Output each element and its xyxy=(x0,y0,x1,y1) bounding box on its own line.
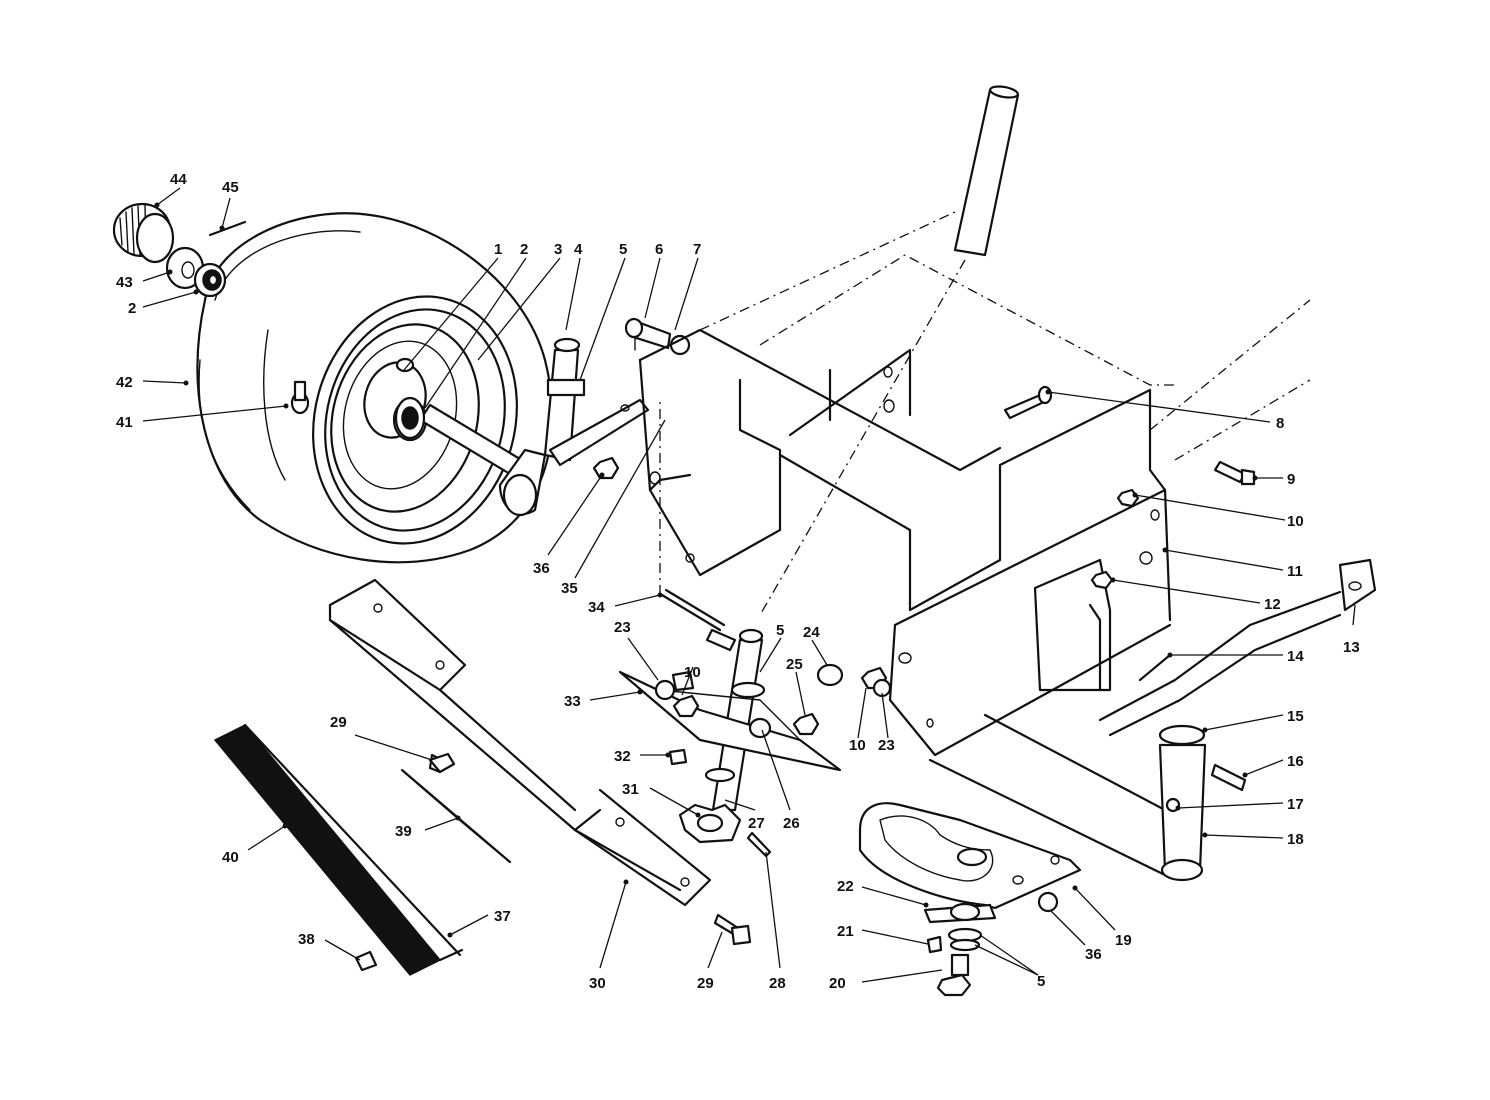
callout-44: 44 xyxy=(170,171,187,188)
callout-2: 2 xyxy=(128,300,136,317)
callout-36: 36 xyxy=(533,560,550,577)
callout-16: 16 xyxy=(1287,753,1304,770)
steering-tube xyxy=(759,85,1020,616)
callout-7: 7 xyxy=(693,241,701,258)
callout-6: 6 xyxy=(655,241,663,258)
callout-23: 23 xyxy=(878,737,895,754)
callout-29: 29 xyxy=(697,975,714,992)
callout-1: 1 xyxy=(494,241,502,258)
callout-39: 39 xyxy=(395,823,412,840)
callout-26: 26 xyxy=(783,815,800,832)
tie-rod-end xyxy=(624,317,691,356)
front-axle xyxy=(1098,558,1377,882)
valve-stem xyxy=(290,380,310,415)
callout-18: 18 xyxy=(1287,831,1304,848)
bolts xyxy=(354,752,752,972)
spindle xyxy=(394,337,650,517)
callout-10: 10 xyxy=(684,664,701,681)
callout-32: 32 xyxy=(614,748,631,765)
leader-dots xyxy=(154,202,1258,938)
hex-nut xyxy=(592,456,620,480)
callout-22: 22 xyxy=(837,878,854,895)
callout-17: 17 xyxy=(1287,796,1304,813)
callout-23: 23 xyxy=(614,619,631,636)
callout-34: 34 xyxy=(588,599,605,616)
callout-31: 31 xyxy=(622,781,639,798)
cotter-pin xyxy=(208,220,247,237)
callout-42: 42 xyxy=(116,374,133,391)
frame xyxy=(638,211,1311,877)
callout-33: 33 xyxy=(564,693,581,710)
hub-cap xyxy=(112,202,175,264)
callout-2: 2 xyxy=(520,241,528,258)
callout-43: 43 xyxy=(116,274,133,291)
callout-5: 5 xyxy=(1037,973,1045,990)
front-panel xyxy=(328,578,712,907)
callout-5: 5 xyxy=(619,241,627,258)
sector-gear xyxy=(858,802,1082,997)
callout-21: 21 xyxy=(837,923,854,940)
callout-5: 5 xyxy=(776,622,784,639)
callout-9: 9 xyxy=(1287,471,1295,488)
wheel-assembly xyxy=(112,202,554,564)
callout-41: 41 xyxy=(116,414,133,431)
callout-40: 40 xyxy=(222,849,239,866)
callout-15: 15 xyxy=(1287,708,1304,725)
callout-3: 3 xyxy=(554,241,562,258)
callout-19: 19 xyxy=(1115,932,1132,949)
steering-bracket xyxy=(618,663,892,772)
bumper-strip xyxy=(213,723,464,976)
callout-37: 37 xyxy=(494,908,511,925)
callout-38: 38 xyxy=(298,931,315,948)
callout-45: 45 xyxy=(222,179,239,196)
callout-29: 29 xyxy=(330,714,347,731)
callout-20: 20 xyxy=(829,975,846,992)
callout-28: 28 xyxy=(769,975,786,992)
frame-hardware xyxy=(1003,385,1256,590)
callout-25: 25 xyxy=(786,656,803,673)
callout-35: 35 xyxy=(561,580,578,597)
callout-labels: 44 45 43 2 42 41 1 2 3 4 5 6 7 8 9 10 11… xyxy=(116,171,1360,992)
callout-11: 11 xyxy=(1287,563,1303,580)
callout-14: 14 xyxy=(1287,648,1304,665)
leader-lines xyxy=(142,187,1356,983)
callout-24: 24 xyxy=(803,624,820,641)
callout-27: 27 xyxy=(748,815,765,832)
callout-30: 30 xyxy=(589,975,606,992)
callout-36: 36 xyxy=(1085,946,1102,963)
bearing xyxy=(193,262,227,298)
callout-13: 13 xyxy=(1343,639,1360,656)
callout-12: 12 xyxy=(1264,596,1281,613)
callout-8: 8 xyxy=(1276,415,1284,432)
callout-10: 10 xyxy=(1287,513,1304,530)
callout-10: 10 xyxy=(849,737,866,754)
drag-link xyxy=(659,400,737,652)
callout-4: 4 xyxy=(574,241,583,258)
shield-plate xyxy=(400,768,512,864)
